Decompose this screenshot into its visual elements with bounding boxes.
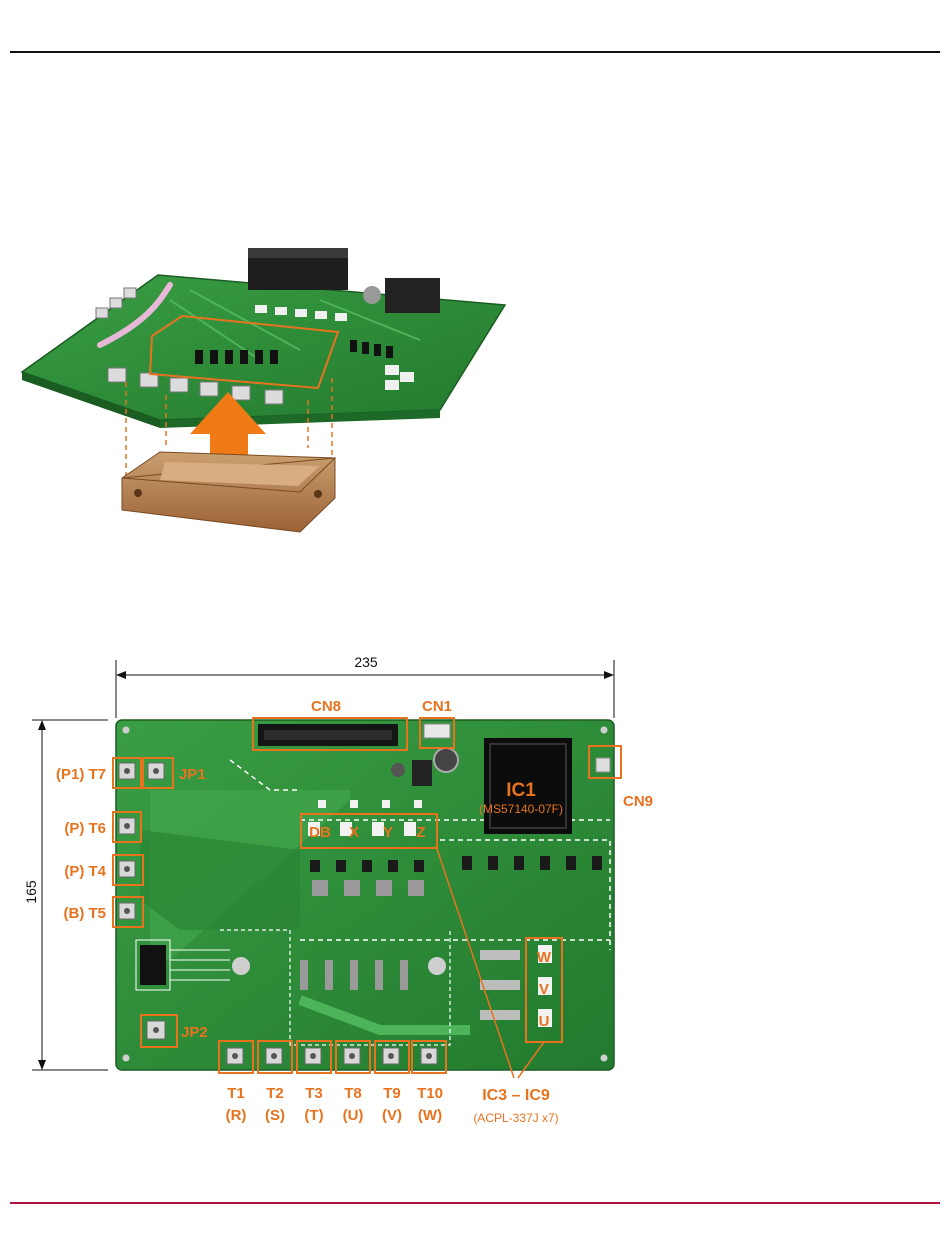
p-t4-label: (P) T4 xyxy=(64,863,106,880)
u-label: U xyxy=(539,1013,550,1030)
z-label: Z xyxy=(416,824,425,841)
p1-t7-label: (P1) T7 xyxy=(56,766,106,783)
ic3-ic9-label: IC3 – IC9 xyxy=(482,1087,550,1104)
t8-label: T8 xyxy=(344,1085,362,1102)
width-dimension: 235 xyxy=(116,654,614,718)
t8-sub-label: (U) xyxy=(343,1107,364,1124)
db-label: DB xyxy=(309,824,331,841)
t2-sub-label: (S) xyxy=(265,1107,285,1124)
ic1-part-label: (MS57140-07F) xyxy=(479,802,563,816)
t1-sub-label: (R) xyxy=(226,1107,247,1124)
t10-sub-label: (W) xyxy=(418,1107,442,1124)
y-label: Y xyxy=(383,824,393,841)
t3-label: T3 xyxy=(305,1085,323,1102)
igbt-module-photo xyxy=(122,452,335,532)
t9-label: T9 xyxy=(383,1085,401,1102)
height-dimension-label: 165 xyxy=(23,880,39,904)
jp2-label: JP2 xyxy=(181,1024,208,1041)
header-connector-3d xyxy=(248,248,348,290)
b-t5-label: (B) T5 xyxy=(64,905,107,922)
x-label: X xyxy=(349,824,359,841)
t1-label: T1 xyxy=(227,1085,245,1102)
cn1-label: CN1 xyxy=(422,698,452,715)
ic1-label: IC1 xyxy=(506,780,536,801)
jp1-label: JP1 xyxy=(179,766,206,783)
v-label: V xyxy=(539,981,549,998)
t9-sub-label: (V) xyxy=(382,1107,402,1124)
width-dimension-label: 235 xyxy=(354,654,378,670)
p-t6-label: (P) T6 xyxy=(64,820,106,837)
t10-label: T10 xyxy=(417,1085,443,1102)
t2-label: T2 xyxy=(266,1085,284,1102)
t3-sub-label: (T) xyxy=(304,1107,323,1124)
cn8-label: CN8 xyxy=(311,698,341,715)
board-perspective-photo xyxy=(22,248,505,428)
cn9-label: CN9 xyxy=(623,793,653,810)
w-label: W xyxy=(537,949,552,966)
ic3-ic9-part-label: (ACPL-337J x7) xyxy=(473,1111,558,1125)
